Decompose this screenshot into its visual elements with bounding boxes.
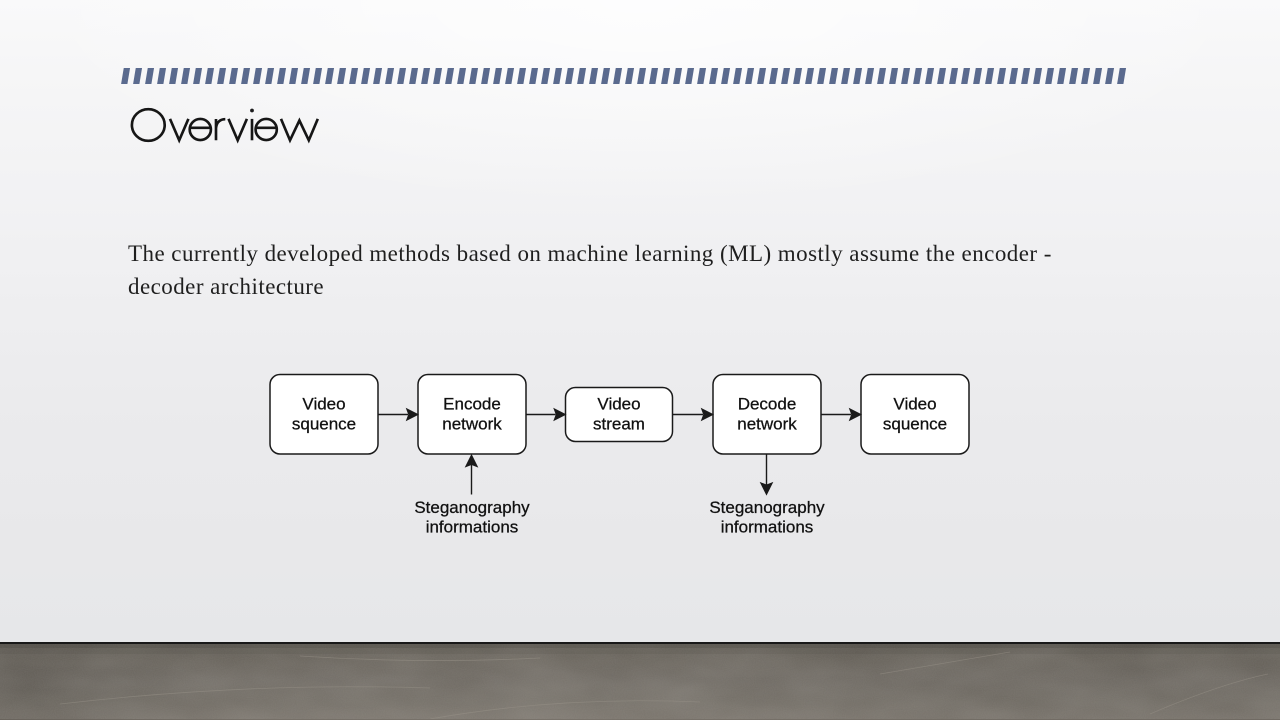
svg-text:Video: Video (893, 395, 936, 414)
svg-text:network: network (737, 415, 797, 434)
svg-text:squence: squence (883, 415, 947, 434)
svg-text:network: network (442, 415, 502, 434)
svg-text:Steganography: Steganography (414, 498, 530, 517)
svg-text:informations: informations (721, 518, 814, 537)
svg-text:informations: informations (426, 518, 519, 537)
svg-text:stream: stream (593, 415, 645, 434)
svg-text:squence: squence (292, 415, 356, 434)
svg-text:Video: Video (597, 395, 640, 414)
svg-text:Decode: Decode (738, 395, 797, 414)
svg-text:Encode: Encode (443, 395, 501, 414)
svg-text:Steganography: Steganography (709, 498, 825, 517)
svg-text:Video: Video (302, 395, 345, 414)
